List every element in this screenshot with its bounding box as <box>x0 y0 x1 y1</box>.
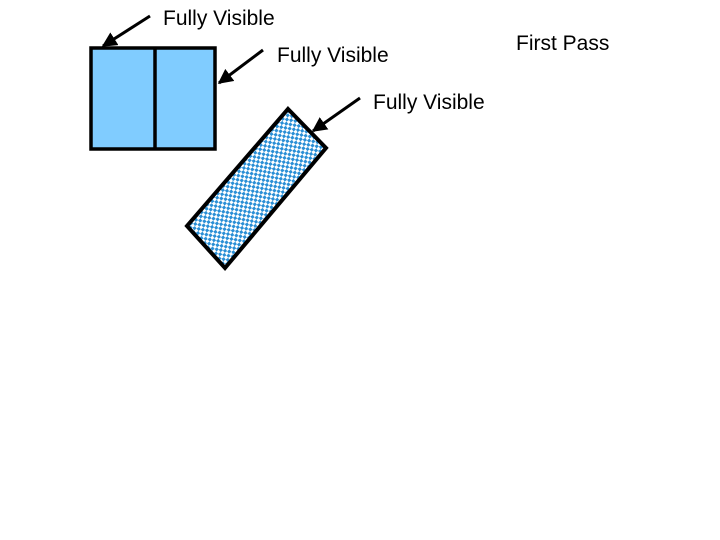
blue-box <box>89 46 217 151</box>
label-fully-visible-1: Fully Visible <box>163 7 275 30</box>
checkered-box <box>184 106 329 272</box>
blue-box-outline <box>89 46 217 151</box>
arrow-3 <box>311 96 361 133</box>
arrow-2 <box>217 48 264 85</box>
arrow-1 <box>101 14 151 48</box>
label-fully-visible-3: Fully Visible <box>373 91 485 114</box>
label-fully-visible-2: Fully Visible <box>277 44 389 67</box>
slide-title: First Pass <box>516 32 610 55</box>
